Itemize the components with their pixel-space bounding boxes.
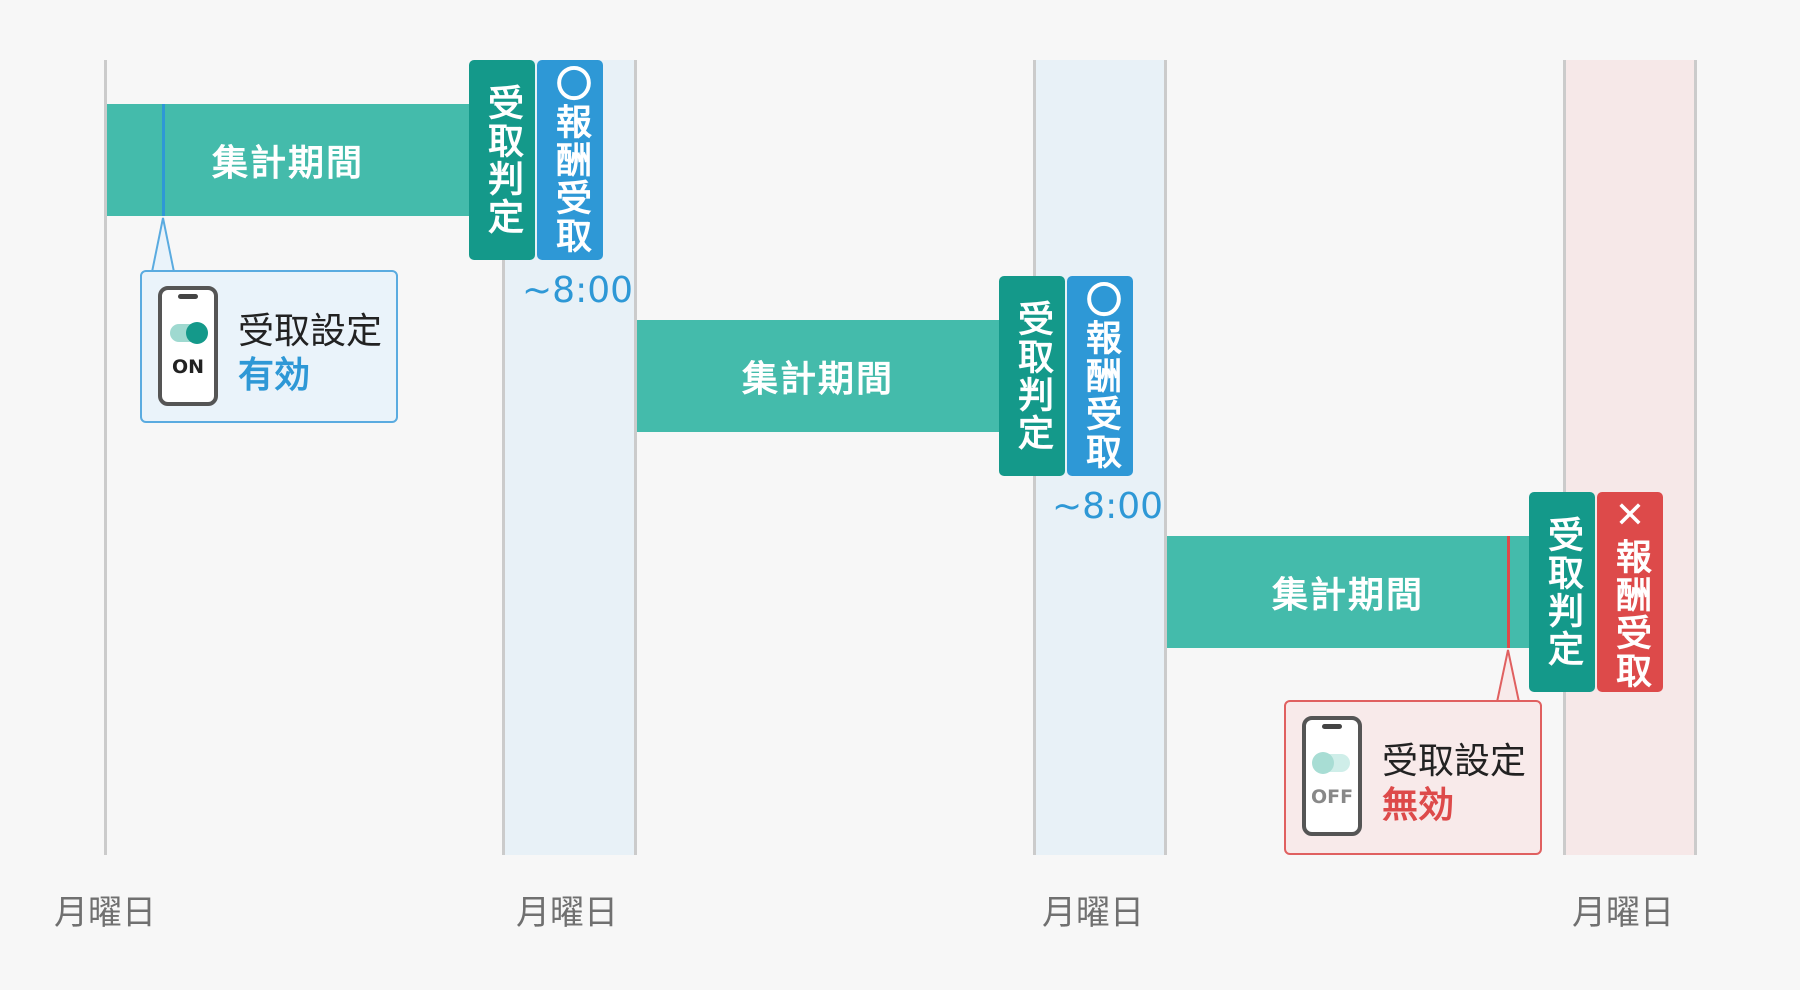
setting-change-marker [1507,536,1510,648]
reward-ok-icon: 〇 [1080,281,1121,319]
reward-label: 報酬受取 [1610,537,1651,690]
day-label: 月曜日 [1042,893,1144,933]
day-label: 月曜日 [516,893,618,933]
setting-value: 有効 [238,355,311,396]
phone-toggle-on-icon: ON [158,286,218,406]
callout-pointer-off [1495,649,1521,703]
setting-change-marker [162,104,165,216]
reward-label: 報酬受取 [1080,319,1121,471]
judgment-badge: 受取判定 [1529,492,1595,692]
week-divider [1164,60,1167,855]
setting-title: 受取設定 [1382,741,1527,782]
aggregation-period-bar: 集計期間 [1167,536,1529,648]
judgment-label: 受取判定 [1012,300,1053,452]
period-label: 集計期間 [211,143,364,184]
week-divider [502,60,505,855]
reward-badge-failed: ✕報酬受取 [1597,492,1663,692]
period-label: 集計期間 [741,359,894,400]
callout-pointer-on [150,217,176,273]
judgment-label: 受取判定 [482,84,523,236]
setting-value: 無効 [1382,785,1455,826]
receive-setting-off-callout: OFF 受取設定 無効 [1284,700,1542,855]
day-label: 月曜日 [1572,893,1674,933]
reward-ok-icon: 〇 [550,65,591,103]
judgment-label: 受取判定 [1542,516,1583,668]
week-divider [1563,60,1566,855]
reward-label: 報酬受取 [550,103,591,255]
reward-ng-icon: ✕ [1609,494,1651,538]
week-divider [634,60,637,855]
setting-title: 受取設定 [238,311,383,352]
aggregation-period-bar: 集計期間 [107,104,469,216]
day-label: 月曜日 [54,893,156,933]
deadline-time: ~8:00 [1052,486,1164,527]
week-divider [1694,60,1697,855]
reward-badge: 〇報酬受取 [1067,276,1133,476]
judgment-badge: 受取判定 [999,276,1065,476]
aggregation-period-bar: 集計期間 [637,320,999,432]
receive-setting-on-callout: ON 受取設定 有効 [140,270,398,423]
toggle-state-label: ON [171,356,205,378]
deadline-time: ~8:00 [522,270,634,311]
period-label: 集計期間 [1271,575,1424,616]
reward-badge: 〇報酬受取 [537,60,603,260]
toggle-state-label: OFF [1310,786,1354,808]
judgment-badge: 受取判定 [469,60,535,260]
week-divider [104,60,107,855]
reward-window-3 [1565,60,1695,855]
phone-toggle-off-icon: OFF [1302,716,1362,836]
